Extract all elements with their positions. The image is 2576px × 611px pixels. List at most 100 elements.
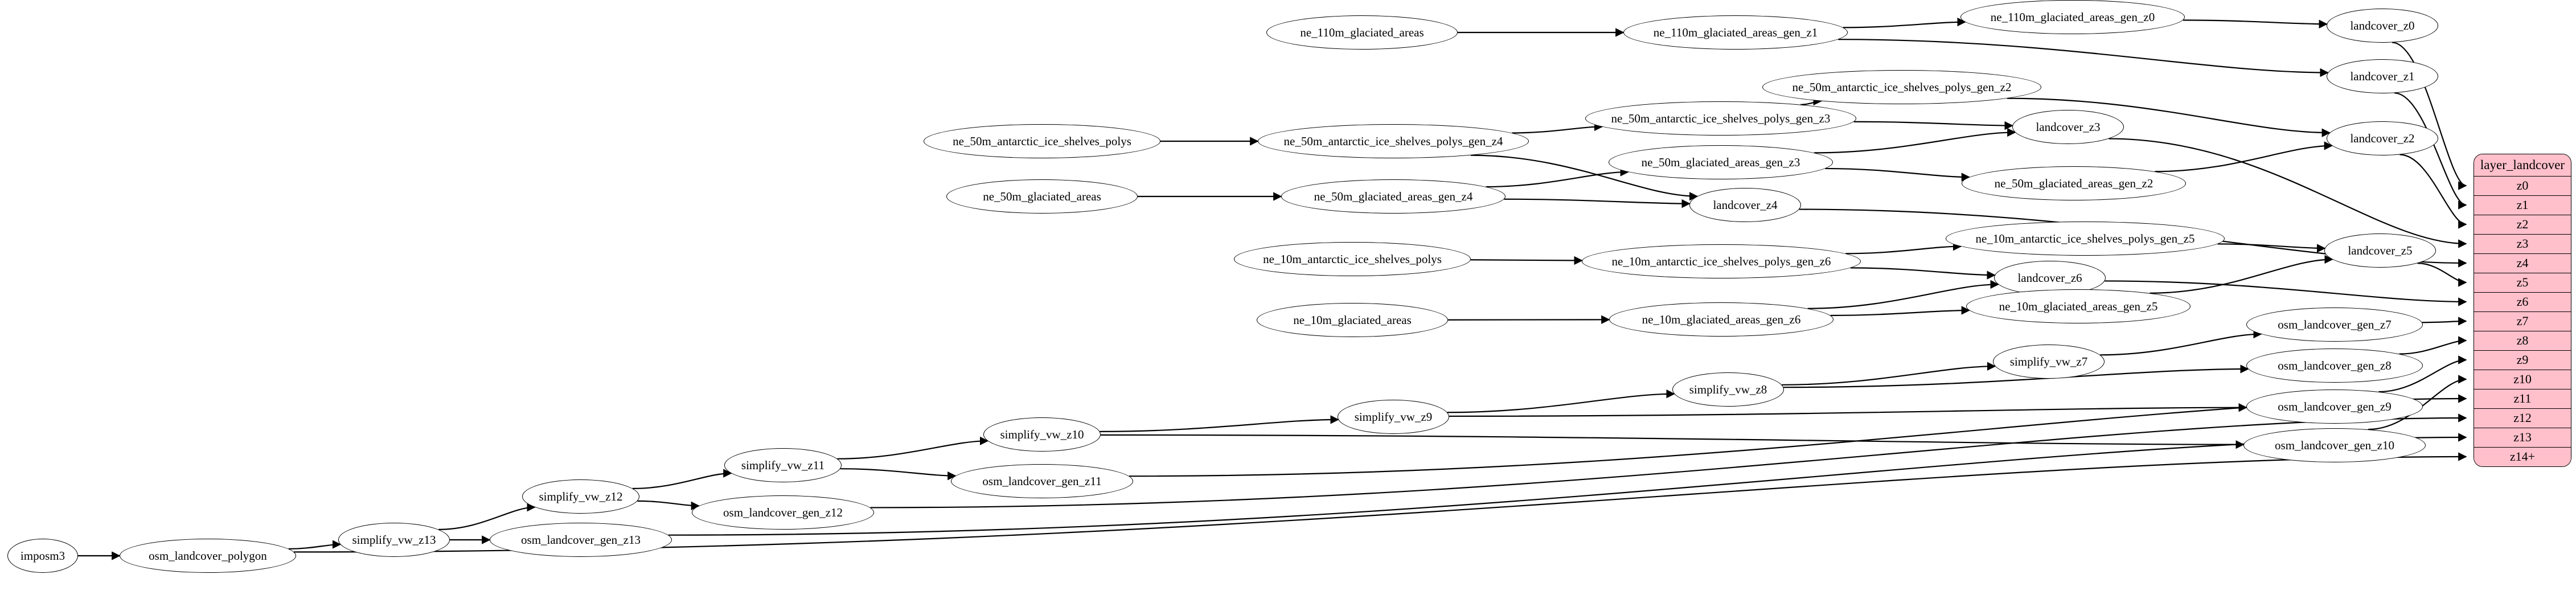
node-label: landcover_z1 [2350, 69, 2415, 83]
layer-row-z0[interactable]: z0 [2474, 176, 2571, 195]
node-label: simplify_vw_z13 [352, 532, 436, 547]
node-ne-110m-glaciated-areas[interactable]: ne_110m_glaciated_areas [1266, 15, 1458, 50]
edge-ne_50m_antarctic_ice_shelves_polys_gen_z3-to-ne_50m_antarctic_ice_shelves_polys_gen_z2 [1800, 96, 1822, 106]
edge-ne_50m_antarctic_ice_shelves_polys_gen_z4-to-ne_50m_antarctic_ice_shelves_polys_gen_z3 [1512, 122, 1603, 134]
node-ne-50m-glaciated-areas-gen-z3[interactable]: ne_50m_glaciated_areas_gen_z3 [1609, 145, 1833, 179]
node-ne-10m-antarctic-ice-shelves-polys-gen-z5[interactable]: ne_10m_antarctic_ice_shelves_polys_gen_z… [1946, 222, 2225, 256]
edge-osm_landcover_gen_z13-to-layer_landcover.z13 [668, 433, 2467, 536]
layer-row-z8[interactable]: z8 [2474, 331, 2571, 350]
edge-simplify_vw_z11-to-osm_landcover_gen_z11 [840, 468, 957, 481]
layer-row-z3[interactable]: z3 [2474, 234, 2571, 253]
node-landcover-z3[interactable]: landcover_z3 [2012, 110, 2124, 144]
node-osm-landcover-gen-z13[interactable]: osm_landcover_gen_z13 [490, 523, 672, 557]
layer-row-z10[interactable]: z10 [2474, 370, 2571, 389]
layer-row-z12[interactable]: z12 [2474, 408, 2571, 428]
node-label: imposm3 [20, 548, 65, 563]
node-label: ne_50m_glaciated_areas_gen_z4 [1314, 189, 1473, 203]
node-ne-10m-antarctic-ice-shelves-polys[interactable]: ne_10m_antarctic_ice_shelves_polys [1234, 242, 1471, 276]
node-osm-landcover-gen-z11[interactable]: osm_landcover_gen_z11 [951, 464, 1133, 498]
edge-osm_landcover_polygon-to-simplify_vw_z13 [288, 540, 342, 550]
node-simplify-vw-z7[interactable]: simplify_vw_z7 [1993, 345, 2105, 379]
layer-row-z6[interactable]: z6 [2474, 292, 2571, 311]
node-label: ne_110m_glaciated_areas_gen_z1 [1653, 25, 1818, 39]
node-ne-50m-antarctic-ice-shelves-polys-gen-z4[interactable]: ne_50m_antarctic_ice_shelves_polys_gen_z… [1258, 124, 1529, 158]
node-ne-10m-glaciated-areas-gen-z6[interactable]: ne_10m_glaciated_areas_gen_z6 [1609, 302, 1833, 337]
node-ne-10m-antarctic-ice-shelves-polys-gen-z6[interactable]: ne_10m_antarctic_ice_shelves_polys_gen_z… [1582, 244, 1861, 278]
node-ne-50m-antarctic-ice-shelves-polys-gen-z2[interactable]: ne_50m_antarctic_ice_shelves_polys_gen_z… [1762, 70, 2041, 104]
node-ne-50m-antarctic-ice-shelves-polys-gen-z3[interactable]: ne_50m_antarctic_ice_shelves_polys_gen_z… [1585, 101, 1856, 136]
node-label: ne_10m_antarctic_ice_shelves_polys_gen_z… [1975, 231, 2195, 245]
node-ne-10m-glaciated-areas[interactable]: ne_10m_glaciated_areas [1257, 303, 1448, 337]
node-simplify-vw-z11[interactable]: simplify_vw_z11 [724, 448, 842, 482]
layer-row-z9[interactable]: z9 [2474, 350, 2571, 370]
node-label: landcover_z5 [2348, 243, 2413, 257]
node-imposm3[interactable]: imposm3 [7, 539, 78, 573]
edge-simplify_vw_z9-to-osm_landcover_gen_z9 [1449, 403, 2247, 417]
layer-table-title: layer_landcover [2474, 154, 2571, 176]
node-ne-10m-glaciated-areas-gen-z5[interactable]: ne_10m_glaciated_areas_gen_z5 [1966, 289, 2191, 323]
layer-row-z14plus[interactable]: z14+ [2474, 447, 2571, 466]
node-label: landcover_z0 [2350, 18, 2415, 32]
layer-row-z11[interactable]: z11 [2474, 389, 2571, 408]
edge-ne_50m_glaciated_areas_gen_z2-to-landcover_z2 [2155, 141, 2333, 173]
node-label: osm_landcover_gen_z13 [521, 532, 641, 547]
node-osm-landcover-gen-z7[interactable]: osm_landcover_gen_z7 [2246, 307, 2423, 342]
edge-ne_110m_glaciated_areas_gen_z1-to-ne_110m_glaciated_areas_gen_z0 [1843, 17, 1966, 28]
node-ne-50m-glaciated-areas-gen-z4[interactable]: ne_50m_glaciated_areas_gen_z4 [1281, 179, 1506, 214]
node-label: osm_landcover_gen_z8 [2278, 358, 2392, 372]
node-ne-110m-glaciated-areas-gen-z0[interactable]: ne_110m_glaciated_areas_gen_z0 [1960, 0, 2185, 34]
edge-simplify_vw_z10-to-osm_landcover_gen_z10 [1100, 434, 2245, 449]
edge-ne_50m_glaciated_areas_gen_z4-to-landcover_z4 [1504, 198, 1691, 208]
node-ne-50m-antarctic-ice-shelves-polys[interactable]: ne_50m_antarctic_ice_shelves_polys [924, 124, 1160, 158]
edge-simplify_vw_z12-to-simplify_vw_z11 [632, 469, 732, 490]
edge-ne_50m_glaciated_areas_gen_z3-to-ne_50m_glaciated_areas_gen_z2 [1825, 167, 1971, 182]
node-simplify-vw-z10[interactable]: simplify_vw_z10 [983, 417, 1101, 452]
node-label: ne_110m_glaciated_areas_gen_z0 [1990, 10, 2155, 24]
node-label: simplify_vw_z9 [1354, 409, 1433, 424]
node-landcover-z5[interactable]: landcover_z5 [2324, 233, 2436, 268]
node-landcover-z0[interactable]: landcover_z0 [2327, 9, 2438, 43]
node-ne-50m-glaciated-areas[interactable]: ne_50m_glaciated_areas [946, 179, 1138, 214]
node-label: ne_50m_glaciated_areas_gen_z3 [1641, 155, 1800, 169]
node-label: simplify_vw_z7 [2009, 354, 2088, 368]
edge-ne_50m_glaciated_areas_gen_z3-to-landcover_z3 [1814, 128, 2016, 154]
node-simplify-vw-z13[interactable]: simplify_vw_z13 [338, 523, 450, 557]
node-osm-landcover-gen-z8[interactable]: osm_landcover_gen_z8 [2246, 348, 2423, 383]
layer-row-z1[interactable]: z1 [2474, 195, 2571, 215]
node-osm-landcover-gen-z10[interactable]: osm_landcover_gen_z10 [2243, 428, 2426, 462]
node-label: ne_50m_antarctic_ice_shelves_polys_gen_z… [1611, 111, 1831, 125]
node-label: osm_landcover_gen_z10 [2275, 438, 2394, 452]
node-ne-110m-glaciated-areas-gen-z1[interactable]: ne_110m_glaciated_areas_gen_z1 [1623, 15, 1848, 50]
node-label: ne_10m_antarctic_ice_shelves_polys [1263, 252, 1442, 266]
edge-simplify_vw_z8-to-simplify_vw_z7 [1782, 362, 1996, 386]
layer-row-z4[interactable]: z4 [2474, 253, 2571, 273]
node-simplify-vw-z9[interactable]: simplify_vw_z9 [1338, 400, 1449, 434]
node-simplify-vw-z12[interactable]: simplify_vw_z12 [522, 479, 639, 514]
node-osm-landcover-gen-z12[interactable]: osm_landcover_gen_z12 [692, 495, 874, 530]
edge-ne_50m_glaciated_areas_gen_z4-to-ne_50m_glaciated_areas_gen_z3 [1486, 167, 1630, 188]
edge-osm_landcover_gen_z7-to-layer_landcover.z7 [2422, 317, 2467, 326]
layer-row-z13[interactable]: z13 [2474, 428, 2571, 447]
edge-ne_10m_antarctic_ice_shelves_polys_gen_z6-to-ne_10m_antarctic_ice_shelves_polys_gen_z5 [1845, 241, 1962, 255]
edge-ne_10m_glaciated_areas_gen_z6-to-ne_10m_glaciated_areas_gen_z5 [1830, 306, 1971, 317]
node-label: ne_50m_glaciated_areas [983, 189, 1101, 203]
layer-row-z5[interactable]: z5 [2474, 273, 2571, 292]
node-landcover-z4[interactable]: landcover_z4 [1689, 188, 1801, 222]
edge-osm_landcover_gen_z12-to-layer_landcover.z12 [870, 413, 2467, 509]
node-landcover-z1[interactable]: landcover_z1 [2327, 59, 2438, 93]
node-label: simplify_vw_z12 [539, 489, 623, 503]
layer-row-z7[interactable]: z7 [2474, 311, 2571, 331]
node-osm-landcover-polygon[interactable]: osm_landcover_polygon [120, 539, 296, 573]
node-osm-landcover-gen-z9[interactable]: osm_landcover_gen_z9 [2246, 389, 2423, 424]
node-label: ne_10m_glaciated_areas_gen_z5 [1999, 299, 2158, 313]
node-label: simplify_vw_z10 [1000, 427, 1084, 441]
node-label: landcover_z2 [2350, 131, 2415, 145]
node-landcover-z2[interactable]: landcover_z2 [2327, 121, 2438, 155]
node-label: osm_landcover_gen_z12 [723, 505, 843, 519]
node-label: simplify_vw_z11 [741, 458, 825, 472]
node-label: landcover_z3 [2036, 120, 2101, 134]
layer-row-z2[interactable]: z2 [2474, 215, 2571, 234]
node-ne-50m-glaciated-areas-gen-z2[interactable]: ne_50m_glaciated_areas_gen_z2 [1962, 166, 2186, 200]
node-simplify-vw-z8[interactable]: simplify_vw_z8 [1672, 372, 1784, 407]
